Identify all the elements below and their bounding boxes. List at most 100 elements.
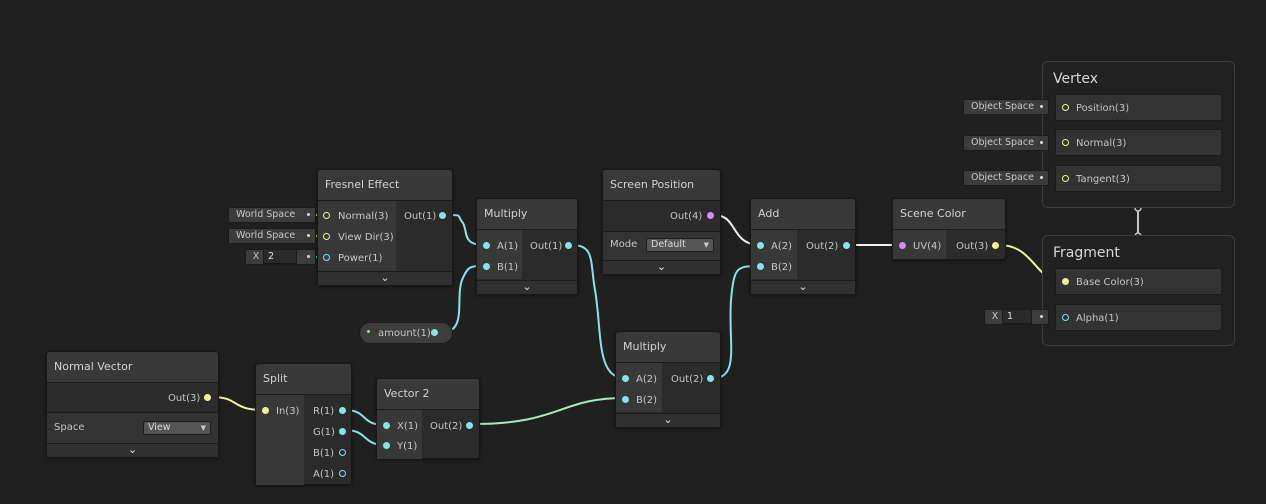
b-output-port[interactable] [339, 449, 346, 456]
tangent-port[interactable] [1062, 175, 1069, 182]
alpha-default[interactable]: X 1 [984, 309, 1049, 325]
fresnel-effect-node[interactable]: Fresnel Effect Normal(3) View Dir(3) Pow… [317, 169, 453, 286]
base-color-slot[interactable]: Base Color(3) [1055, 268, 1222, 295]
viewdir-input-port[interactable] [323, 233, 330, 240]
base-color-port[interactable] [1062, 278, 1069, 285]
output-port[interactable] [843, 242, 850, 249]
power-value-field[interactable]: 2 [263, 249, 297, 264]
collapse-toggle[interactable]: ⌄ [477, 280, 577, 294]
vector2-node[interactable]: Vector 2 X(1) Y(1) Out(2) [376, 378, 480, 459]
output-port[interactable] [565, 242, 572, 249]
position-slot[interactable]: Position(3) [1055, 94, 1222, 121]
tangent-space-default[interactable]: Object Space [963, 170, 1049, 186]
a-input-port[interactable] [757, 242, 764, 249]
amount-property-node[interactable]: amount(1) [359, 322, 453, 344]
space-label: Space [54, 422, 85, 433]
output-label: Out(1) [404, 211, 437, 222]
b-input-port[interactable] [622, 396, 629, 403]
collapse-toggle[interactable]: ⌄ [751, 280, 855, 294]
x-input-port[interactable] [383, 422, 390, 429]
node-header[interactable]: Normal Vector [47, 352, 218, 383]
normal-input-port[interactable] [323, 212, 330, 219]
node-header[interactable]: Add [751, 199, 855, 230]
input-panel [751, 230, 797, 279]
b-input-port[interactable] [483, 263, 490, 270]
space-dropdown[interactable]: View▼ [143, 421, 211, 435]
a-input-label: A(2) [636, 374, 658, 385]
screen-position-node[interactable]: Screen Position Out(4) Mode Default▼ ⌄ [602, 169, 721, 275]
multiply-node-2[interactable]: Multiply A(2) B(2) Out(2) ⌄ [615, 331, 721, 428]
wire-vector2-to-multiply2-b [473, 397, 625, 425]
normal-space-default[interactable]: World Space [228, 207, 316, 223]
output-port[interactable] [439, 212, 446, 219]
property-dot [367, 330, 370, 333]
chevron-down-icon: ⌄ [380, 271, 390, 284]
node-header[interactable]: Vector 2 [377, 379, 479, 410]
node-header[interactable]: Screen Position [603, 170, 720, 201]
node-header[interactable]: Split [256, 364, 351, 395]
output-port[interactable] [466, 422, 473, 429]
node-header[interactable]: Fresnel Effect [318, 170, 452, 201]
caret-down-icon: ▼ [703, 241, 709, 249]
output-label: Out(1) [530, 241, 563, 252]
base-color-label: Base Color(3) [1076, 277, 1144, 288]
a-output-port[interactable] [339, 470, 346, 477]
node-header[interactable]: Multiply [616, 332, 720, 363]
x-input-label: X(1) [397, 421, 419, 432]
split-node[interactable]: Split In(3) R(1) G(1) B(1) A(1) [255, 363, 352, 485]
g-output-port[interactable] [339, 428, 346, 435]
mode-label: Mode [610, 239, 638, 250]
r-output-label: R(1) [313, 406, 335, 417]
collapse-toggle[interactable]: ⌄ [47, 443, 218, 457]
power-default[interactable]: X 2 [245, 249, 316, 265]
scene-color-node[interactable]: Scene Color UV(4) Out(3) [892, 198, 1006, 260]
amount-label: amount(1) [378, 328, 431, 339]
in-input-port[interactable] [262, 407, 269, 414]
multiply-node[interactable]: Multiply A(1) B(1) Out(1) ⌄ [476, 198, 578, 295]
collapse-toggle[interactable]: ⌄ [616, 413, 720, 427]
output-port[interactable] [707, 212, 714, 219]
amount-output-port[interactable] [431, 329, 438, 336]
input-panel [377, 410, 422, 459]
output-port[interactable] [707, 375, 714, 382]
g-output-label: G(1) [313, 427, 335, 438]
power-input-label: Power(1) [338, 253, 383, 264]
position-space-default[interactable]: Object Space [963, 99, 1049, 115]
alpha-slot[interactable]: Alpha(1) [1055, 304, 1222, 331]
normal-port[interactable] [1062, 139, 1069, 146]
viewdir-input-label: View Dir(3) [338, 232, 394, 243]
position-port[interactable] [1062, 104, 1069, 111]
normal-label: Normal(3) [1076, 138, 1127, 149]
space-row: Space View▼ [47, 412, 218, 444]
a-input-label: A(2) [771, 241, 793, 252]
fragment-context[interactable]: Fragment Base Color(3) Alpha(1) [1042, 235, 1235, 346]
b-input-label: B(2) [771, 262, 793, 273]
mode-dropdown[interactable]: Default▼ [646, 238, 714, 252]
tangent-label: Tangent(3) [1076, 174, 1130, 185]
normal-slot[interactable]: Normal(3) [1055, 129, 1222, 156]
vertex-context[interactable]: Vertex Position(3) Normal(3) Tangent(3) [1042, 61, 1235, 208]
y-input-port[interactable] [383, 442, 390, 449]
alpha-value-field[interactable]: 1 [1002, 309, 1032, 324]
a-input-port[interactable] [622, 375, 629, 382]
a-input-port[interactable] [483, 242, 490, 249]
node-header[interactable]: Multiply [477, 199, 577, 230]
collapse-toggle[interactable]: ⌄ [318, 271, 452, 285]
uv-input-port[interactable] [899, 242, 906, 249]
power-input-port[interactable] [323, 254, 330, 261]
output-port[interactable] [204, 394, 211, 401]
node-header[interactable]: Scene Color [893, 199, 1005, 230]
add-node[interactable]: Add A(2) B(2) Out(2) ⌄ [750, 198, 856, 295]
alpha-port[interactable] [1062, 314, 1069, 321]
r-output-port[interactable] [339, 407, 346, 414]
normal-space-default-vertex[interactable]: Object Space [963, 135, 1049, 151]
tangent-slot[interactable]: Tangent(3) [1055, 165, 1222, 192]
normal-vector-node[interactable]: Normal Vector Out(3) Space View▼ ⌄ [46, 351, 219, 458]
chevron-down-icon: ⌄ [798, 280, 808, 293]
chevron-down-icon: ⌄ [127, 443, 138, 456]
viewdir-space-default[interactable]: World Space [228, 228, 316, 244]
collapse-toggle[interactable]: ⌄ [603, 260, 720, 274]
b-input-port[interactable] [757, 263, 764, 270]
output-label: Out(3) [168, 393, 201, 404]
output-port[interactable] [992, 242, 999, 249]
